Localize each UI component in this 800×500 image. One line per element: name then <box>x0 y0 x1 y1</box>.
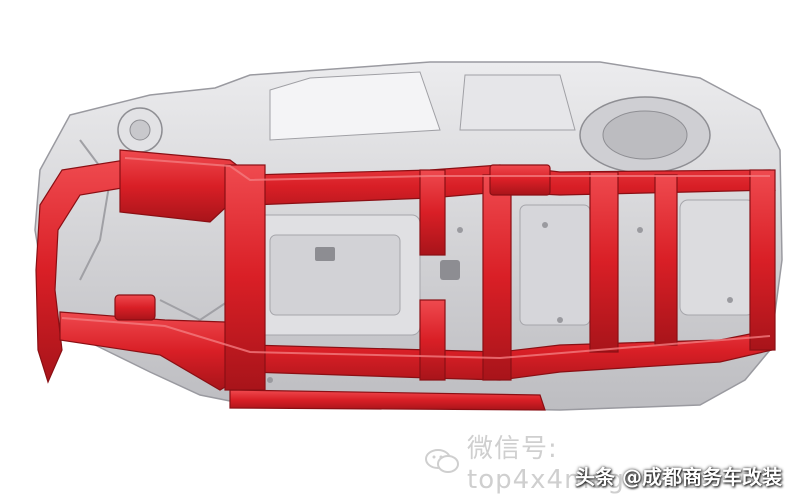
mid-mount <box>489 164 551 196</box>
crossmember-4 <box>482 174 512 381</box>
rear-lower-rail <box>229 389 546 411</box>
crossmember-1 <box>224 164 266 391</box>
crossmember-6 <box>654 174 678 346</box>
wechat-watermark: 微信号: top4x4magazine <box>425 434 785 495</box>
wechat-text: 微信号: top4x4magazine <box>467 433 700 495</box>
frame-highlights <box>61 157 771 360</box>
wechat-icon <box>425 448 459 474</box>
front-mount <box>114 294 156 321</box>
crossmember-2 <box>419 169 446 256</box>
red-frame <box>35 149 776 411</box>
toutiao-watermark: 头条 @成都商务车改装 <box>575 464 782 489</box>
crossmember-3 <box>419 299 446 381</box>
crossmember-5 <box>589 171 619 353</box>
crossmember-7 <box>749 169 776 351</box>
